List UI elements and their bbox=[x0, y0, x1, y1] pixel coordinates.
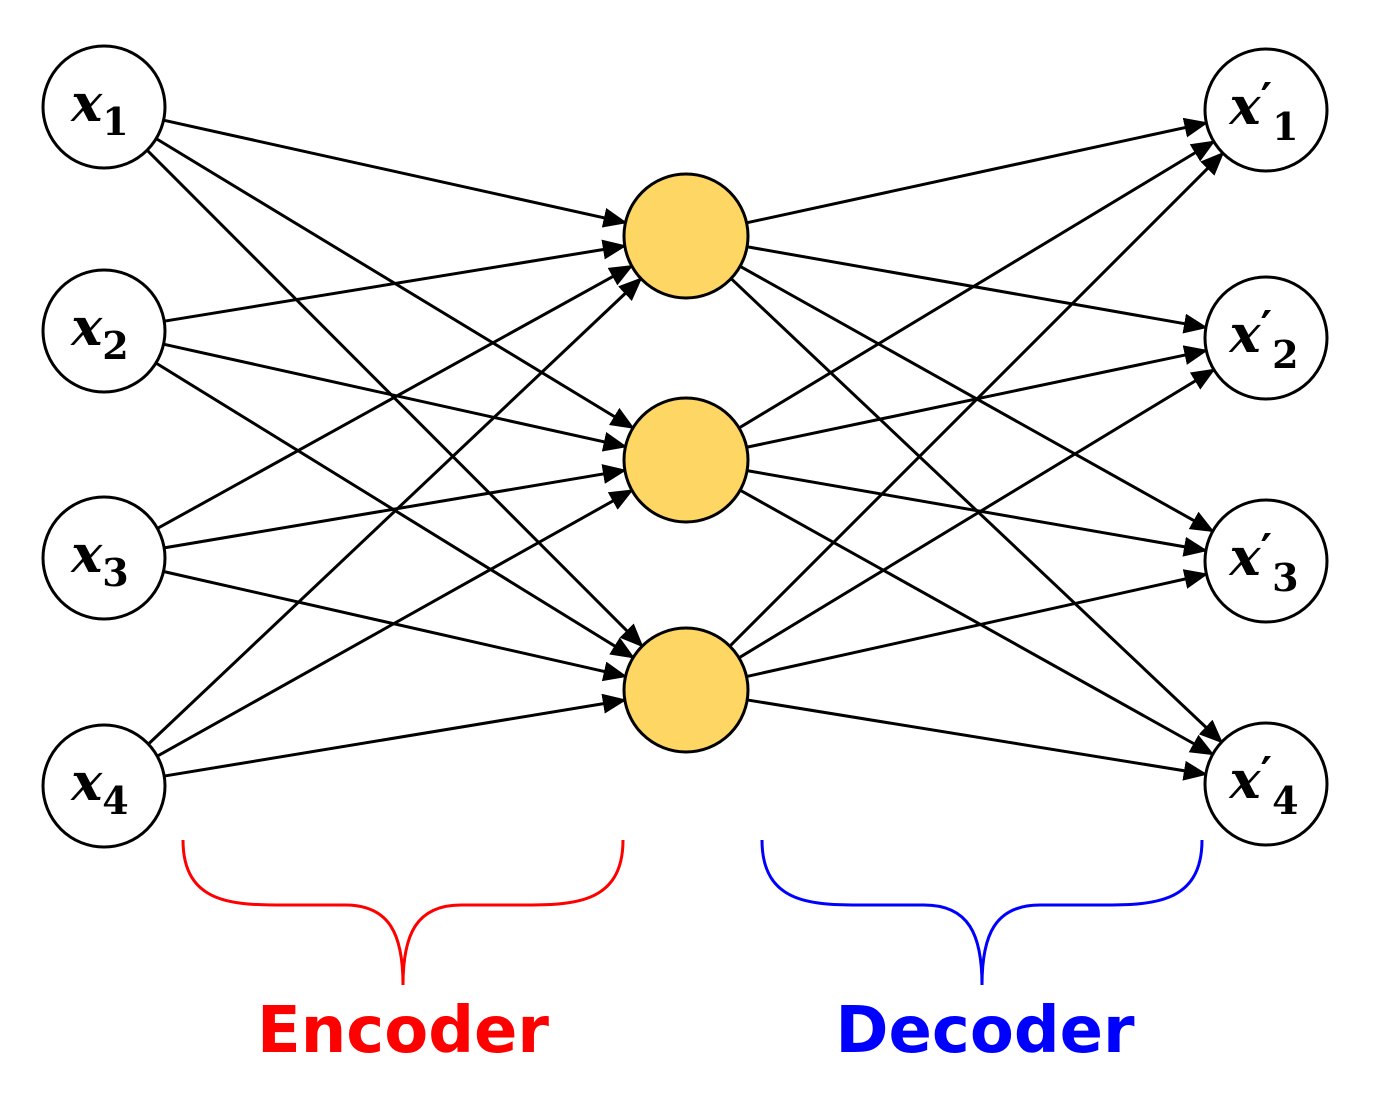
output-node-2-label: x′2 bbox=[1228, 302, 1298, 377]
decoder-edge bbox=[746, 569, 1209, 679]
input-node-1 bbox=[41, 44, 167, 170]
input-node-2 bbox=[41, 268, 167, 394]
output-node-3-label: x′3 bbox=[1228, 525, 1298, 600]
input-node-3 bbox=[41, 495, 167, 621]
decoder-edge bbox=[738, 140, 1216, 430]
nodes: x1 x2 x3 x4 x′1 x′2 x′3 x′4 bbox=[41, 44, 1329, 849]
encoder-brace bbox=[181, 839, 625, 986]
encoder-edge bbox=[163, 464, 627, 550]
decoder-edge bbox=[738, 368, 1216, 660]
output-node-1-label: x′1 bbox=[1228, 74, 1298, 149]
output-node-3 bbox=[1203, 498, 1329, 624]
decoder-edge bbox=[746, 698, 1208, 781]
input-node-2-label: x2 bbox=[70, 297, 128, 368]
encoder-edge bbox=[163, 693, 627, 778]
input-node-3-label: x3 bbox=[70, 524, 128, 595]
encoder-edge bbox=[147, 277, 643, 746]
decoder-edge bbox=[746, 245, 1208, 334]
encoder-label: Encoder bbox=[257, 994, 549, 1068]
encoder-edge bbox=[163, 239, 627, 323]
edges bbox=[146, 117, 1225, 781]
hidden-node bbox=[622, 626, 750, 754]
input-node-1-label: x1 bbox=[70, 73, 128, 144]
decoder-edge bbox=[739, 488, 1215, 756]
encoder-edge bbox=[156, 488, 634, 758]
decoder-label: Decoder bbox=[835, 994, 1135, 1068]
input-node-4-label: x4 bbox=[70, 752, 128, 823]
encoder-edge bbox=[163, 118, 628, 228]
output-node-4-label: x′4 bbox=[1228, 748, 1298, 823]
decoder-brace bbox=[760, 839, 1204, 986]
encoder-edge bbox=[163, 342, 628, 452]
hidden-node bbox=[622, 172, 750, 300]
encoder-edge bbox=[156, 264, 634, 530]
decoder-edge bbox=[746, 469, 1208, 557]
decoder-edge bbox=[728, 151, 1225, 648]
output-node-2 bbox=[1203, 275, 1329, 401]
output-node-1 bbox=[1203, 47, 1329, 173]
decoder-edge bbox=[746, 117, 1209, 225]
input-node-4 bbox=[41, 723, 167, 849]
output-node-4 bbox=[1203, 721, 1329, 847]
hidden-node bbox=[622, 396, 750, 524]
